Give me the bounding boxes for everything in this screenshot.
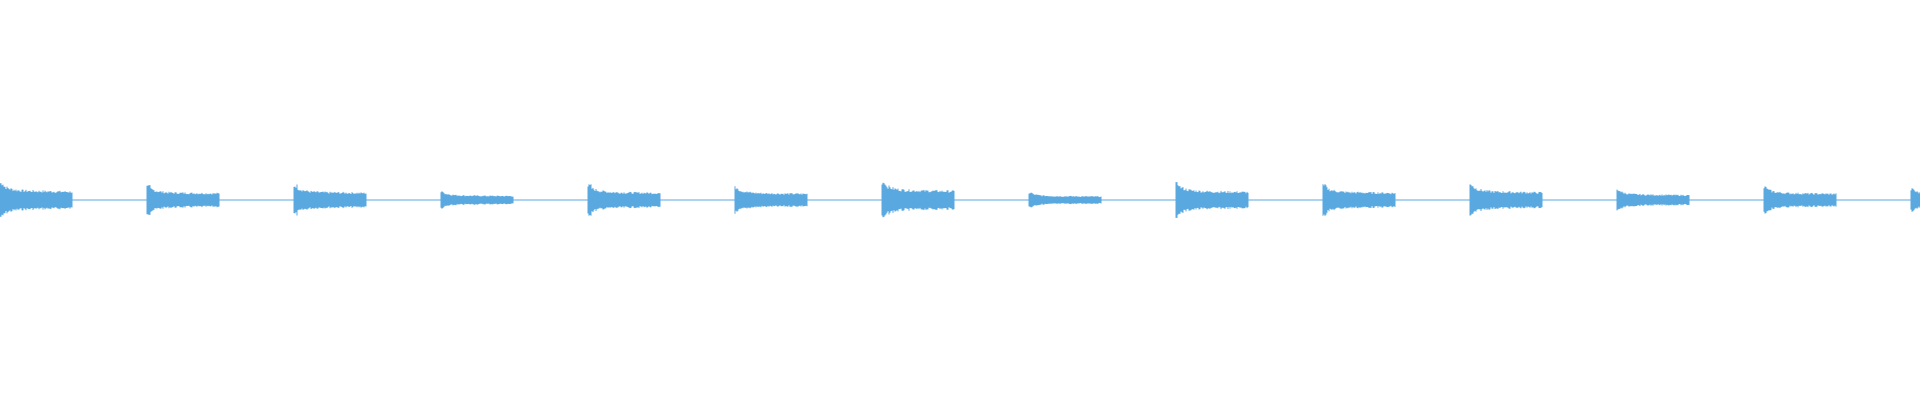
waveform-burst xyxy=(146,185,220,215)
waveform-burst xyxy=(734,186,808,214)
waveform-burst xyxy=(0,183,73,217)
waveform-burst xyxy=(1910,188,1920,212)
waveform-burst xyxy=(1616,189,1690,211)
waveform-burst xyxy=(293,184,367,216)
waveform-burst xyxy=(1322,184,1396,216)
waveform-group xyxy=(0,182,1920,218)
waveform-burst xyxy=(1028,192,1102,208)
waveform-burst xyxy=(1469,184,1543,216)
waveform-burst xyxy=(881,182,955,218)
waveform-burst xyxy=(1763,186,1837,214)
waveform-burst xyxy=(587,184,661,216)
waveform-burst xyxy=(440,191,514,209)
waveform-burst xyxy=(1175,182,1249,218)
